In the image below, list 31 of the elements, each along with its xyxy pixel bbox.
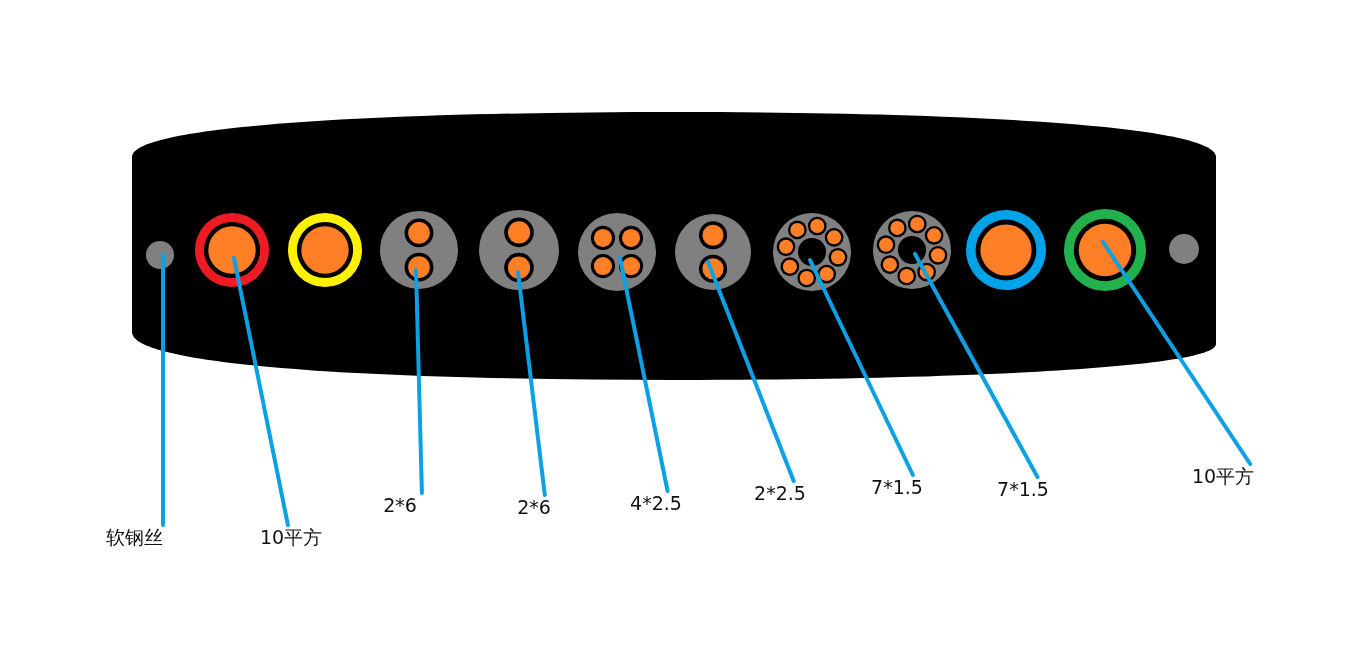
size-label: 10平方: [259, 525, 323, 549]
cable-core: [288, 213, 362, 287]
cable-core: [966, 210, 1046, 290]
size-label: 4*2.5: [630, 491, 682, 515]
leader-line: [618, 256, 670, 493]
size-label: 2*6: [517, 495, 551, 519]
size-label: 软钢丝: [105, 525, 163, 549]
leader-line: [414, 268, 424, 495]
steel-wire: [1169, 234, 1199, 264]
leader-line: [913, 252, 1040, 479]
leader-line: [232, 256, 290, 527]
cable-jacket: [132, 112, 1216, 380]
leader-line: [161, 253, 165, 527]
cable-core: [380, 211, 458, 289]
cable-core: [195, 213, 269, 287]
size-label: 7*1.5: [871, 475, 923, 499]
size-label: 10平方: [1191, 464, 1255, 488]
cable-core: [873, 211, 951, 289]
size-label: 7*1.5: [997, 477, 1049, 501]
cable-core: [773, 213, 851, 291]
leader-line: [516, 270, 547, 497]
cable-core: [1064, 209, 1146, 291]
size-label: 2*2.5: [754, 481, 806, 505]
size-label: 2*6: [383, 493, 417, 517]
steel-wire: [146, 241, 174, 269]
leader-line: [1101, 240, 1253, 466]
cable-core: [479, 210, 559, 290]
leader-line: [706, 260, 796, 483]
leader-line: [808, 258, 915, 477]
cable-core: [675, 214, 751, 290]
cable-core: [578, 213, 656, 291]
